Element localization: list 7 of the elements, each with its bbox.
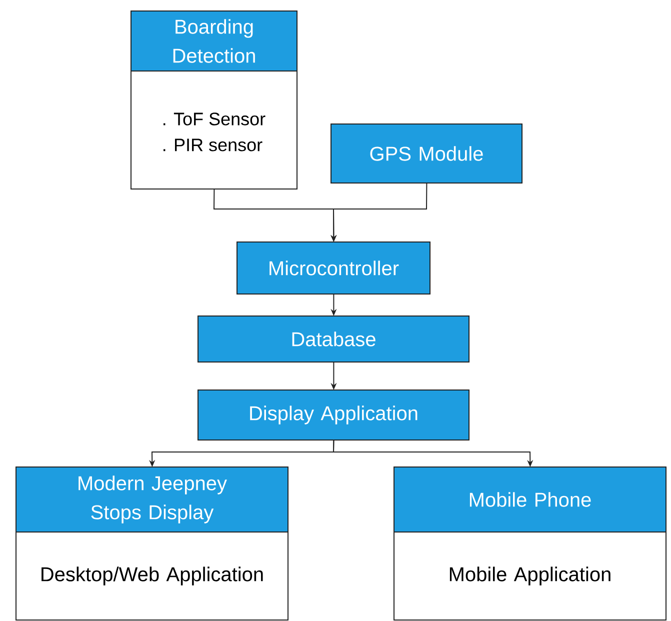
process-box: Display Application [198, 390, 470, 440]
process-box: Microcontroller [236, 242, 430, 294]
component-box: Mobile Phone Mobile Application [394, 466, 666, 620]
component-box: Modern Jeepney Stops Display Desktop/Web Application [16, 466, 288, 620]
process-box: GPS Module [330, 124, 522, 184]
component-box: Boarding Detection . ToF Sensor . PIR sensor [130, 10, 298, 190]
process-box: Database [198, 316, 470, 362]
